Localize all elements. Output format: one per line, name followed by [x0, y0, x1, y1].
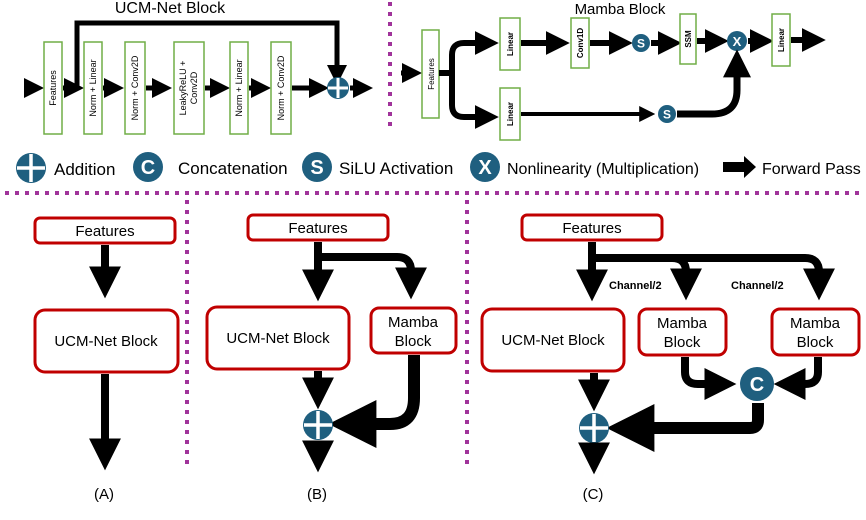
- mamba-conv1d-label: Conv1D: [576, 28, 585, 58]
- panel-c-mamba2-box: [770, 307, 861, 357]
- legend-silu-icon: S: [302, 152, 332, 182]
- panel-a: Features UCM-Net Block (A): [33, 216, 180, 503]
- panel-c-features-box: [520, 213, 664, 242]
- panel-b-mamba-label-2: Block: [395, 333, 432, 350]
- legend-concat-label: Concatenation: [178, 159, 288, 178]
- legend-forward-label: Forward Pass: [762, 161, 861, 178]
- legend-forward-arrow-icon: [723, 156, 756, 178]
- panel-c-mamba1-to-concat: [681, 357, 737, 400]
- panel-b-mamba-label-1: Mamba: [388, 314, 439, 331]
- ucm-step-3-box: [173, 41, 205, 135]
- svg-text:S: S: [663, 108, 671, 122]
- legend-addition-label: Addition: [54, 160, 115, 179]
- mamba-split-bottom: [449, 73, 499, 129]
- ucm-step-2-label: Norm + Conv2D: [130, 55, 140, 120]
- mamba-linear-bottom-box: [499, 87, 521, 141]
- legend-addition-icon: [16, 153, 46, 183]
- ucm-step-5-label: Norm + Conv2D: [276, 55, 286, 120]
- ucm-step-4-label: Norm + Linear: [234, 59, 244, 116]
- panel-b-mamba-box: [369, 306, 458, 355]
- skip-connection-arrow: [74, 20, 347, 88]
- ucm-addition-node: [327, 77, 349, 99]
- panel-c-mamba1-box: [637, 307, 728, 357]
- panel-c-arrow-to-mamba2: [672, 254, 835, 301]
- panel-a-ucm-label: UCM-Net Block: [54, 333, 158, 350]
- panel-c-ucm-box: [480, 307, 626, 373]
- legend-silu-label: SiLU Activation: [339, 159, 453, 178]
- panel-c-ucm-label: UCM-Net Block: [501, 332, 605, 349]
- panel-c-addition-node: [579, 413, 609, 443]
- ucm-net-block-detail: UCM-Net Block Features Norm + Linear Nor…: [23, 0, 373, 135]
- mamba-linear-out-box: [771, 13, 791, 67]
- legend-concat-icon: C: [133, 152, 163, 182]
- svg-text:C: C: [750, 374, 764, 396]
- mamba-ssm-label: SSM: [684, 30, 693, 48]
- ucm-step-2-box: [124, 41, 146, 135]
- panel-a-ucm-box: [33, 308, 180, 374]
- mamba-linear-bottom-label: Linear: [506, 102, 515, 126]
- mamba-block-title: Mamba Block: [575, 1, 666, 18]
- panel-c: Features Channel/2 Channel/2 UCM-Net Blo…: [480, 213, 861, 503]
- panel-b-ucm-box: [205, 305, 351, 371]
- panel-c-mamba2-label-2: Block: [797, 334, 834, 351]
- mamba-ssm-box: [679, 13, 697, 65]
- panel-c-concat-to-add: [606, 403, 764, 452]
- panel-c-split-label-2: Channel/2: [731, 280, 784, 292]
- ucm-features-box: [43, 41, 63, 135]
- ucm-step-1-box: [83, 41, 103, 135]
- panel-b-mamba-to-add: [328, 355, 420, 448]
- mamba-block-detail: Mamba Block Features Linear Conv1D S SSM…: [401, 1, 826, 141]
- mamba-linear-top-label: Linear: [506, 32, 515, 56]
- mamba-linear-top-box: [499, 17, 521, 71]
- ucm-step-1-label: Norm + Linear: [88, 59, 98, 116]
- svg-text:S: S: [637, 37, 645, 51]
- ucm-step-4-box: [229, 41, 249, 135]
- panel-c-mamba2-label-1: Mamba: [790, 315, 841, 332]
- panel-a-features-label: Features: [75, 223, 134, 240]
- panel-a-caption: (A): [94, 486, 114, 503]
- panel-c-features-label: Features: [562, 220, 621, 237]
- legend: Addition C Concatenation S SiLU Activati…: [16, 152, 861, 183]
- ucm-step-3-label-a: LeakyReLU +: [178, 61, 188, 116]
- panel-a-features-box: [33, 216, 177, 245]
- ucm-step-3-label-b: Conv2D: [189, 71, 199, 104]
- panel-b-features-label: Features: [288, 220, 347, 237]
- panel-b: Features UCM-Net Block Mamba Block (B): [205, 213, 458, 503]
- legend-nonlinearity-label: Nonlinearity (Multiplication): [507, 161, 699, 178]
- mamba-multiply-node: X: [727, 31, 747, 51]
- panel-c-mamba1-label-1: Mamba: [657, 315, 708, 332]
- panel-c-split-label-1: Channel/2: [609, 280, 662, 292]
- panel-b-features-box: [246, 213, 390, 242]
- panel-b-ucm-label: UCM-Net Block: [226, 330, 330, 347]
- ucm-block-title: UCM-Net Block: [115, 0, 226, 17]
- panel-b-caption: (B): [307, 486, 327, 503]
- mamba-conv1d-box: [570, 17, 590, 69]
- mamba-silu-node-top: S: [632, 34, 650, 52]
- panel-c-mamba2-to-concat: [773, 357, 822, 400]
- mamba-silu-node-bottom: S: [658, 105, 676, 123]
- ucm-step-5-box: [270, 41, 292, 135]
- panel-c-concat-node: C: [740, 367, 774, 401]
- mamba-linear-out-label: Linear: [777, 28, 786, 52]
- panel-c-mamba1-label-2: Block: [664, 334, 701, 351]
- panel-b-arrow-to-mamba: [318, 253, 427, 300]
- mamba-split-top: [439, 31, 499, 76]
- dividers: [5, 2, 861, 470]
- svg-text:X: X: [478, 157, 492, 179]
- panel-c-caption: (C): [583, 486, 604, 503]
- svg-text:S: S: [310, 157, 323, 179]
- svg-text:X: X: [733, 34, 742, 49]
- panel-b-addition-node: [303, 410, 333, 440]
- ucm-features-label: Features: [48, 70, 58, 106]
- mamba-features-label: Features: [427, 58, 436, 90]
- mamba-gate-arrow: [677, 49, 751, 118]
- legend-nonlinearity-icon: X: [470, 152, 500, 182]
- svg-text:C: C: [141, 157, 155, 179]
